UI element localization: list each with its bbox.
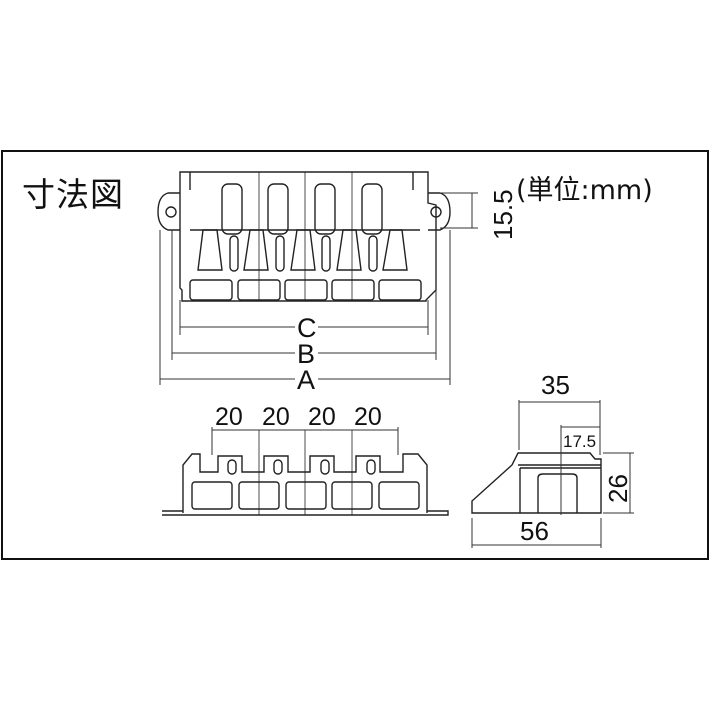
pitch-3: 20 (308, 403, 336, 431)
top-view (157, 171, 451, 302)
front-view (162, 430, 449, 516)
dim-ear-height: 15.5 (488, 189, 518, 240)
dim-half-width: 17.5 (563, 432, 596, 451)
top-view-dimensions (159, 192, 478, 385)
side-view (471, 452, 602, 514)
dim-top-width: 35 (541, 370, 570, 400)
dim-label-b: B (297, 339, 315, 369)
dim-base-width: 56 (520, 516, 549, 546)
drawing-frame (1, 150, 709, 560)
pitch-1: 20 (215, 403, 243, 431)
pitch-4: 20 (354, 403, 382, 431)
dim-label-c: C (297, 313, 317, 343)
dim-height: 26 (603, 474, 633, 503)
drawing-title: 寸法図 (22, 175, 124, 214)
pitch-2: 20 (262, 403, 290, 431)
dim-label-a: A (297, 365, 315, 395)
unit-note: (単位:mm) (516, 175, 653, 206)
side-view-dimensions (471, 400, 634, 548)
front-view-dimensions (211, 427, 399, 455)
